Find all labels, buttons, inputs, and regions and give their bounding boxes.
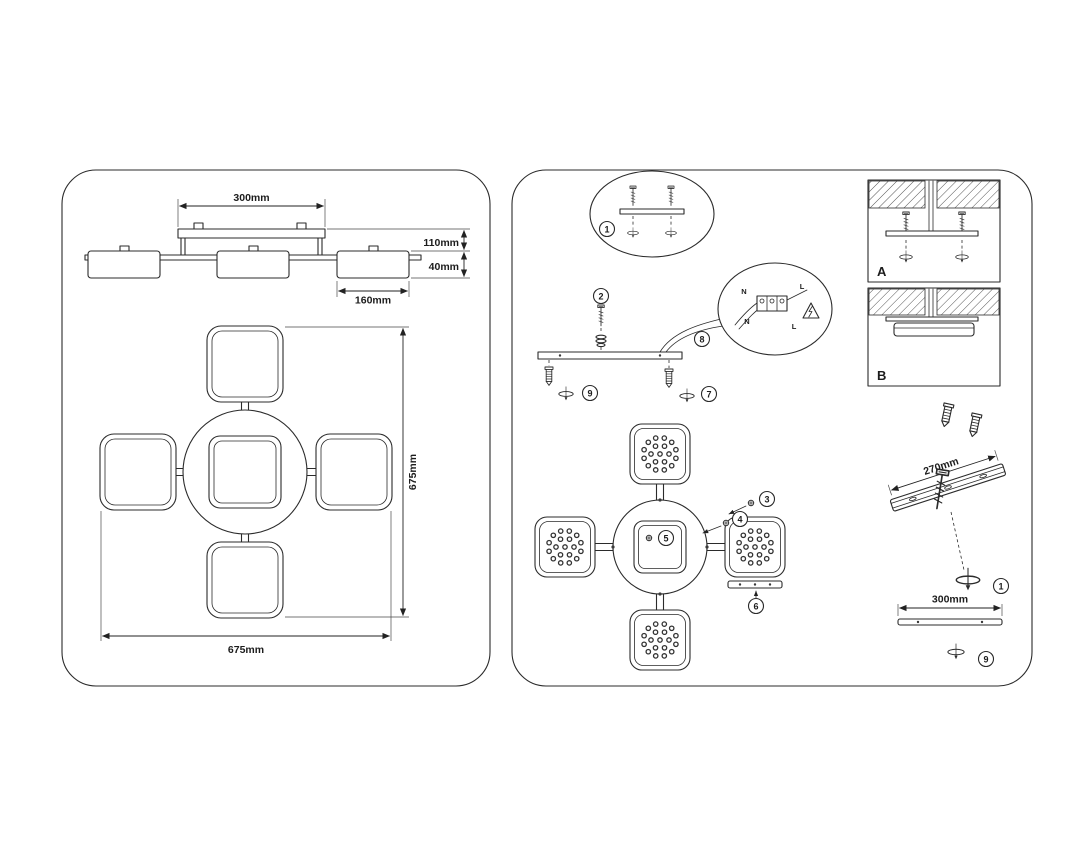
dim-label-300mm-plate: 300mm — [932, 594, 968, 606]
svg-text:9: 9 — [587, 388, 592, 398]
svg-text:1: 1 — [604, 224, 609, 234]
step-marker-6: 6 — [747, 597, 765, 615]
svg-text:3: 3 — [764, 494, 769, 504]
wire-label-n-top: N — [741, 287, 746, 296]
step-marker-1b: 1 — [992, 577, 1010, 595]
dim-label-110mm: 110mm — [423, 237, 459, 249]
step8-wiring-detail: N L N L 8 — [693, 262, 833, 356]
step-marker-7: 7 — [700, 385, 718, 403]
step-marker-8: 8 — [693, 330, 711, 348]
step-marker-9b: 9 — [977, 650, 995, 668]
dim-label-40mm: 40mm — [429, 261, 459, 273]
wire-label-n-bottom: N — [744, 317, 749, 326]
dimension-overall-height: 675mm — [285, 326, 419, 618]
svg-text:9: 9 — [983, 654, 988, 664]
lamp-canopy — [893, 322, 975, 337]
baseplate-300: 300mm 9 — [897, 594, 1003, 668]
led-shade-bottom — [629, 609, 691, 671]
ceiling-hatch — [936, 288, 1000, 316]
led-shade-right — [724, 516, 786, 578]
dimension-overall-width: 675mm — [100, 511, 392, 656]
step-marker-1: 1 — [598, 220, 616, 238]
dimension-shade-width: 160mm — [336, 281, 410, 307]
svg-text:7: 7 — [706, 389, 711, 399]
ceiling-hatch — [936, 180, 1000, 209]
svg-text:5: 5 — [663, 533, 668, 543]
svg-text:4: 4 — [737, 514, 742, 524]
mounting-detail-a: A — [867, 179, 1001, 283]
lamp-side-view: 300mm 110mm 40mm 160mm — [84, 192, 470, 307]
fixture-assembly-view: 3 4 5 6 — [534, 423, 786, 671]
step1-bracket-detail: 1 — [589, 170, 715, 258]
step-marker-9: 9 — [581, 384, 599, 402]
wire-label-l-bottom: L — [792, 322, 797, 331]
step-marker-4: 4 — [731, 510, 749, 528]
detail-label-b: B — [877, 368, 886, 383]
lamp-shade-bottom — [206, 541, 284, 619]
lamp-shade-left — [99, 433, 177, 511]
dimension-heights: 110mm 40mm — [327, 228, 470, 279]
step2-baseplate-assembly: 2 9 7 — [537, 287, 724, 403]
wire-label-l-top: L — [800, 282, 805, 291]
svg-text:2: 2 — [598, 291, 603, 301]
terminal-block — [756, 295, 788, 312]
lamp-shade-right — [315, 433, 393, 511]
lamp-shade-top — [206, 325, 284, 403]
electric-warning-icon — [802, 302, 820, 319]
small-screw-icon — [747, 499, 755, 507]
step-marker-3: 3 — [758, 490, 776, 508]
svg-text:8: 8 — [699, 334, 704, 344]
mounting-bar — [537, 351, 683, 360]
ceiling-hatch — [868, 180, 926, 209]
step-marker-2: 2 — [592, 287, 610, 305]
led-shade-left — [534, 516, 596, 578]
dim-label-300mm: 300mm — [233, 192, 269, 204]
small-screw-icon — [722, 519, 730, 527]
lamp-top-view: 675mm 675mm — [99, 325, 419, 656]
svg-text:6: 6 — [753, 601, 758, 611]
detail-label-a: A — [877, 264, 887, 279]
dimension-canopy-width: 300mm — [177, 192, 326, 227]
step-marker-5: 5 — [657, 529, 675, 547]
ceiling-hatch — [868, 288, 926, 316]
dim-label-675mm-horizontal: 675mm — [228, 644, 264, 656]
led-shade-top — [629, 423, 691, 485]
svg-text:1: 1 — [998, 581, 1003, 591]
dim-label-675mm-vertical: 675mm — [407, 454, 419, 490]
mounting-detail-b: B — [867, 287, 1001, 387]
dim-label-160mm: 160mm — [355, 295, 391, 307]
small-screw-icon — [645, 534, 653, 542]
